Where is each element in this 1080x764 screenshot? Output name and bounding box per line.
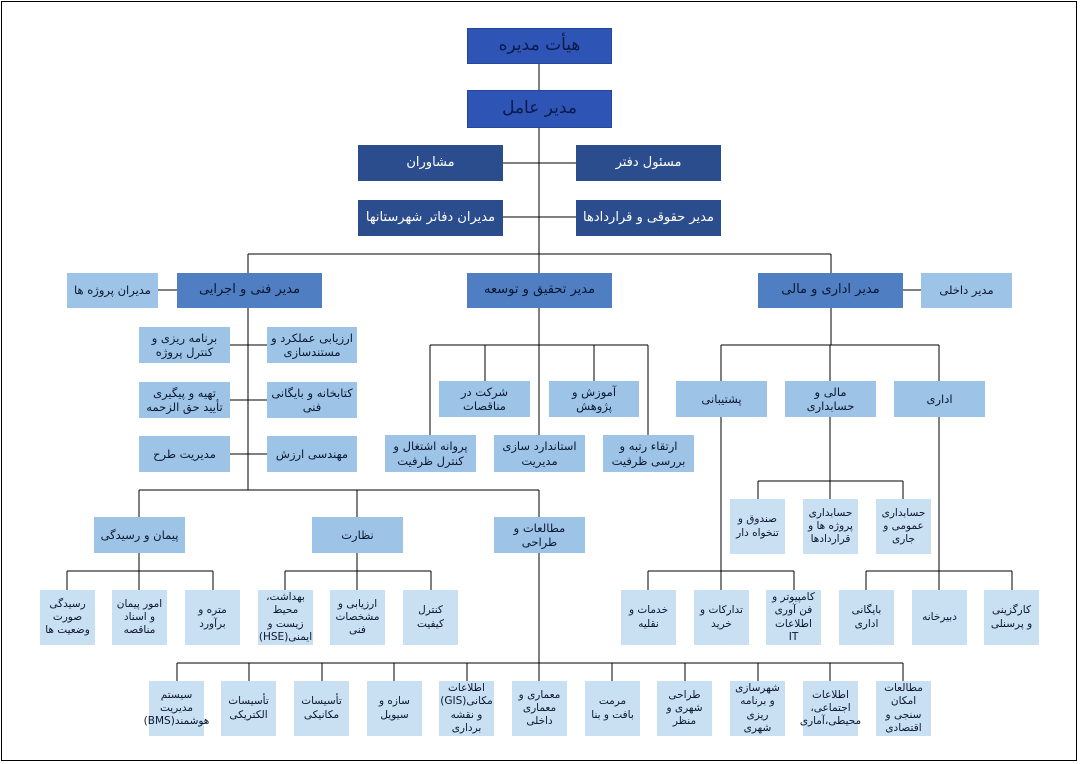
rank-upgrade-box: ارتقاء رتبه و بررسی ظرفیت: [603, 435, 694, 472]
performance-evaluation-box: ارزیابی عملکرد و مستندسازی: [267, 327, 357, 363]
technical-manager-box: مدیر فنی و اجرایی: [177, 273, 322, 308]
contract-review-box: پیمان و رسیدگی: [94, 517, 185, 553]
bms-box: سیستم مدیریت هوشمند(BMS): [144, 681, 209, 736]
restoration-box: مرمت بافت و بنا: [585, 681, 640, 736]
training-research-box: آموزش و پژوهش: [549, 381, 639, 417]
tender-documents-box: امور پیمان و اسناد مناقصه: [112, 590, 167, 645]
procurement-box: تدارکات و خرید: [694, 590, 749, 645]
value-engineering-box: مهندسی ارزش: [267, 436, 357, 472]
admin-archive-box: بایگانی اداری: [839, 590, 894, 645]
structure-civil-box: سازه و سیویل: [367, 681, 422, 736]
architecture-box: معماری و معماری داخلی: [512, 681, 567, 736]
electrical-installations-box: تأسیسات الکتریکی: [221, 681, 276, 736]
urban-planning-box: شهرسازی و برنامه ریزی شهری: [730, 681, 785, 736]
it-box: کامپیوتر و فن آوری اطلاعات IT: [766, 590, 821, 645]
urban-landscape-design-box: طراحی شهری و منظر: [657, 681, 712, 736]
personnel-box: کارگزینی و پرسنلی: [984, 590, 1039, 645]
feasibility-studies-box: مطالعات امکان سنجی و اقتصادی: [876, 681, 931, 736]
design-management-box: مدیریت طرح: [139, 436, 230, 472]
mechanical-installations-box: تأسیسات مکانیکی: [294, 681, 349, 736]
cost-estimate-box: متره و برآورد: [185, 590, 240, 645]
branch-managers-box: مدیران دفاتر شهرستانها: [358, 200, 503, 236]
advisors-box: مشاوران: [358, 145, 503, 181]
legal-manager-box: مدیر حقوقی و قراردادها: [576, 200, 721, 236]
technical-specs-box: ارزیابی و مشخصات فنی: [330, 590, 385, 645]
board-of-directors-box: هیأت مدیره: [467, 28, 612, 64]
technical-library-box: کتابخانه و بایگانی فنی: [267, 382, 357, 418]
cash-fund-box: صندوق و تنخواه دار: [730, 499, 785, 554]
rnd-manager-box: مدیر تحقیق و توسعه: [467, 273, 612, 308]
project-managers-box: مدیران پروژه ها: [67, 273, 158, 308]
general-accounting-box: حسابداری عمومی و جاری: [876, 499, 931, 554]
finance-accounting-box: مالی و حسابداری: [785, 381, 876, 417]
services-transport-box: خدمات و نقلیه: [621, 590, 676, 645]
quality-control-box: کنترل کیفیت: [403, 590, 458, 645]
gis-surveying-box: اطلاعات مکانی(GIS) و نقشه برداری: [439, 681, 494, 736]
studies-design-box: مطالعات و طراحی: [494, 517, 585, 553]
administrative-box: اداری: [894, 381, 985, 417]
support-box: پشتیبانی: [676, 381, 767, 417]
office-head-box: مسئول دفتر: [576, 145, 721, 181]
fee-followup-box: تهیه و پیگیری تأیید حق الزحمه: [139, 382, 230, 418]
hse-box: بهداشت، محیط زیست و ایمنی(HSE): [258, 590, 313, 645]
tender-participation-box: شرکت در مناقصات: [439, 381, 530, 417]
status-review-box: رسیدگی صورت وضعیت ها: [40, 590, 95, 645]
supervision-box: نظارت: [312, 517, 403, 553]
admin-finance-manager-box: مدیر اداری و مالی: [758, 273, 903, 308]
secretariat-box: دبیرخانه: [912, 590, 967, 645]
project-accounting-box: حسابداری پروژه ها و قراردادها: [803, 499, 858, 554]
internal-manager-box: مدیر داخلی: [921, 273, 1012, 308]
license-capacity-box: پروانه اشتغال و کنترل ظرفیت: [385, 435, 476, 472]
social-environmental-data-box: اطلاعات اجتماعی، محیطی،آماری: [800, 681, 861, 736]
ceo-box: مدیر عامل: [467, 90, 612, 128]
project-planning-box: برنامه ریزی و کنترل پروژه: [139, 327, 230, 363]
management-standardization-box: استاندارد سازی مدیریت: [494, 435, 585, 472]
